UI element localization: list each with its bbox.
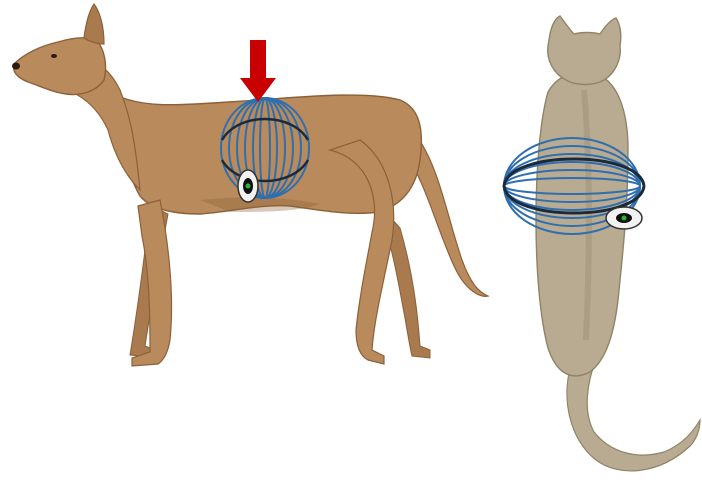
dog-nose xyxy=(12,63,20,70)
dog-eye xyxy=(51,54,57,58)
dog-sensor-device xyxy=(238,170,258,202)
cat-sensor-device xyxy=(606,207,642,229)
